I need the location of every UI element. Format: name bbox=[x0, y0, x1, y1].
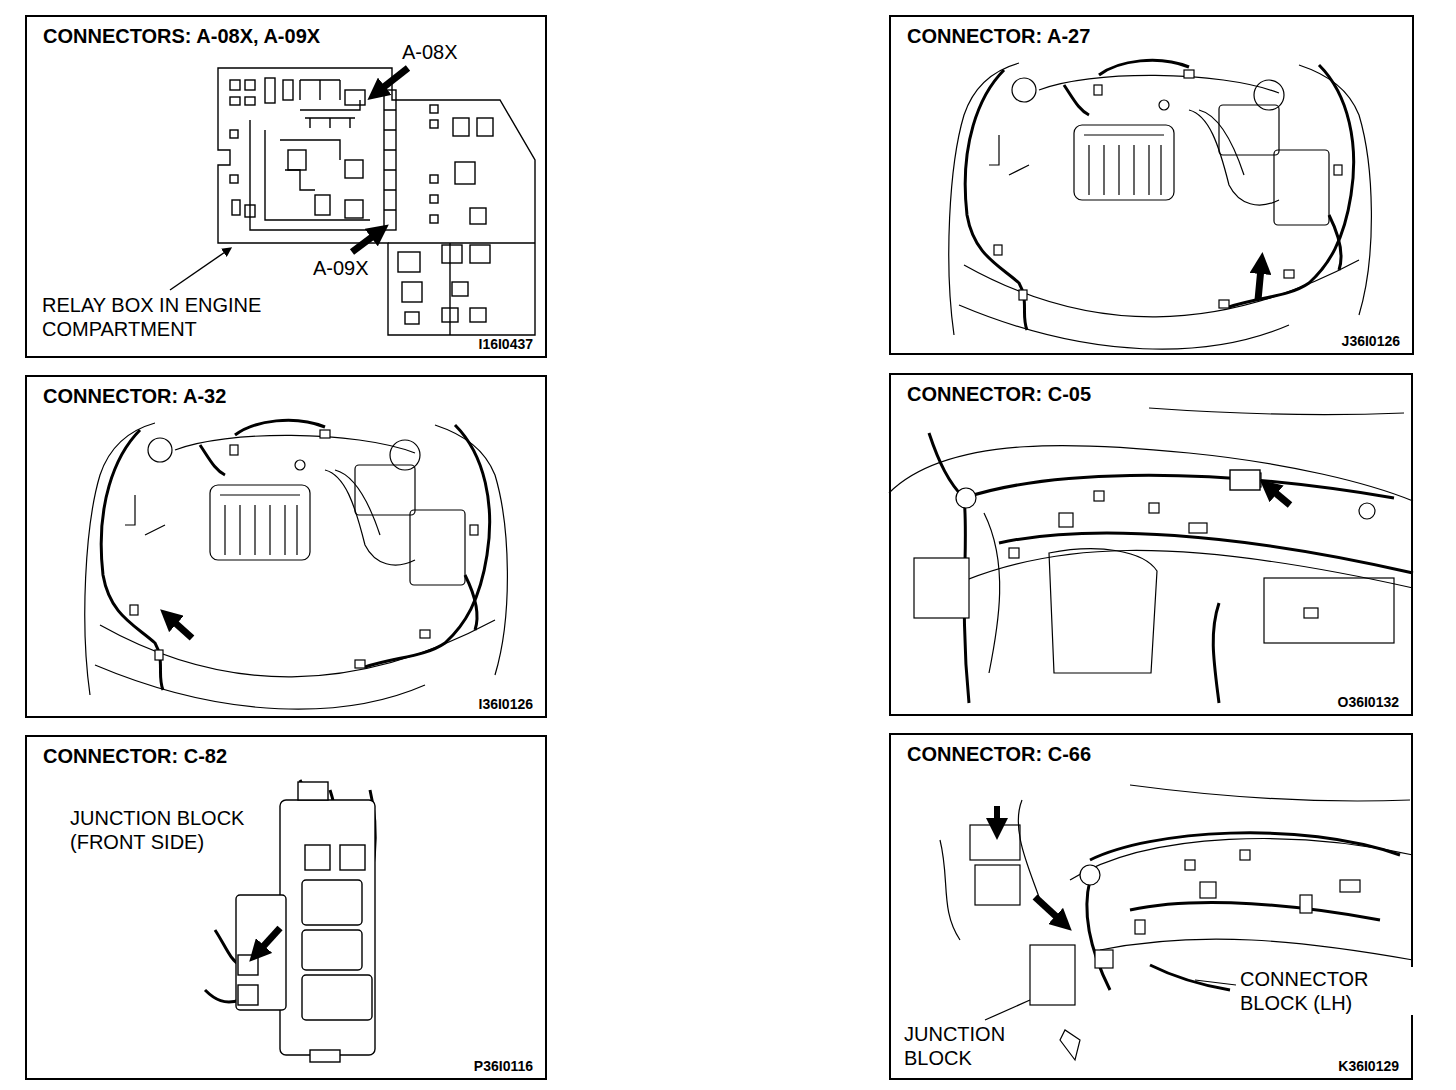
connector-callout: A-09X bbox=[311, 256, 371, 280]
part-name: JUNCTION BLOCK bbox=[902, 1022, 1046, 1070]
figure-code: J36I0126 bbox=[1340, 333, 1402, 349]
panel-title: CONNECTOR: A-32 bbox=[41, 385, 228, 408]
connector-panel: CONNECTOR: C-05O36I0132 bbox=[889, 373, 1413, 716]
figure-code: I36I0126 bbox=[477, 696, 536, 712]
panel-title: CONNECTOR: A-27 bbox=[905, 25, 1092, 48]
connector-panel: CONNECTOR: A-27J36I0126 bbox=[889, 15, 1414, 355]
panel-title: CONNECTORS: A-08X, A-09X bbox=[41, 25, 322, 48]
panel-title: CONNECTOR: C-66 bbox=[905, 743, 1093, 766]
part-name: JUNCTION BLOCK (FRONT SIDE) bbox=[68, 806, 272, 854]
figure-code: P36I0116 bbox=[472, 1058, 535, 1074]
connector-panel: CONNECTOR: A-32I36I0126 bbox=[25, 375, 547, 718]
part-name: CONNECTOR BLOCK (LH) bbox=[1238, 967, 1417, 1015]
figure-code: I16I0437 bbox=[477, 336, 536, 352]
panel-title: CONNECTOR: C-05 bbox=[905, 383, 1093, 406]
connector-panel: CONNECTOR: C-82P36I0116 bbox=[25, 735, 547, 1080]
figure-code: K36I0129 bbox=[1336, 1058, 1401, 1074]
panel-title: CONNECTOR: C-82 bbox=[41, 745, 229, 768]
figure-code: O36I0132 bbox=[1336, 694, 1402, 710]
connector-callout: A-08X bbox=[400, 40, 460, 64]
part-name: RELAY BOX IN ENGINE COMPARTMENT bbox=[40, 293, 334, 341]
